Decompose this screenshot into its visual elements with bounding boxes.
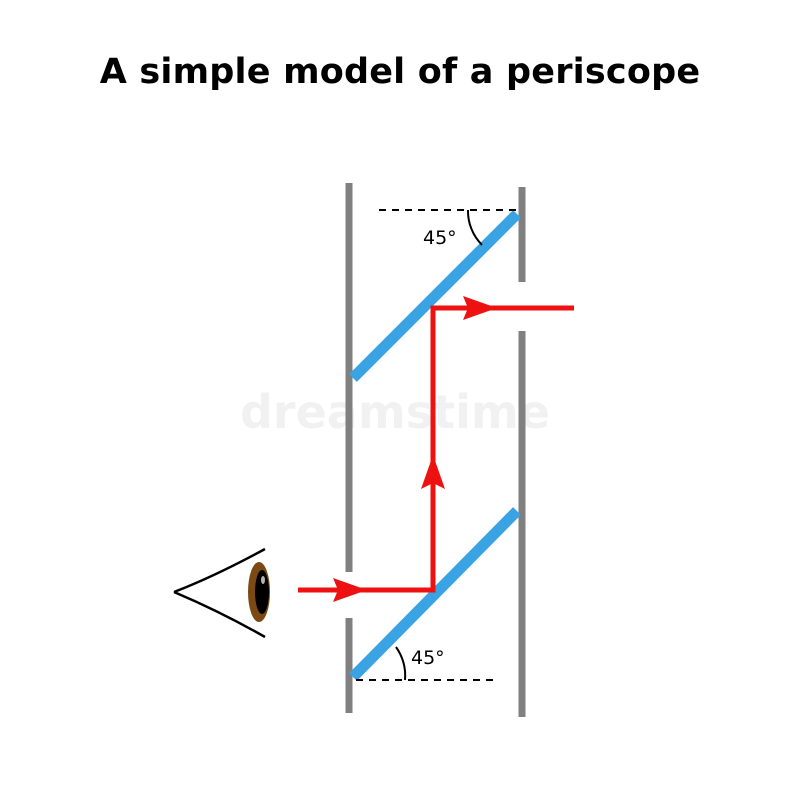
bottom-angle-label: 45°	[411, 647, 445, 669]
periscope-tube	[345, 183, 526, 717]
eye-lash-upper	[173, 547, 266, 594]
eye-lash-lower	[173, 590, 266, 639]
arrow-head-bottom-left	[333, 578, 367, 602]
eye-pupil	[255, 570, 269, 614]
top-angle-arc	[466, 209, 483, 246]
eye-icon	[173, 547, 270, 639]
light-ray-path	[298, 305, 574, 593]
bottom-mirror	[349, 507, 521, 681]
eye-highlight	[261, 576, 265, 584]
diagram-title: A simple model of a periscope	[99, 52, 701, 92]
top-mirror	[349, 210, 521, 382]
mirrors	[349, 210, 521, 681]
bottom-angle-arc	[395, 646, 407, 681]
reference-lines	[356, 209, 518, 681]
angle-arcs	[395, 209, 483, 681]
watermark: dreamstime	[240, 385, 550, 439]
light-ray	[298, 296, 574, 602]
arrow-head-top-right	[463, 296, 497, 320]
top-angle-label: 45°	[423, 227, 457, 249]
arrow-head-vertical	[421, 455, 445, 489]
